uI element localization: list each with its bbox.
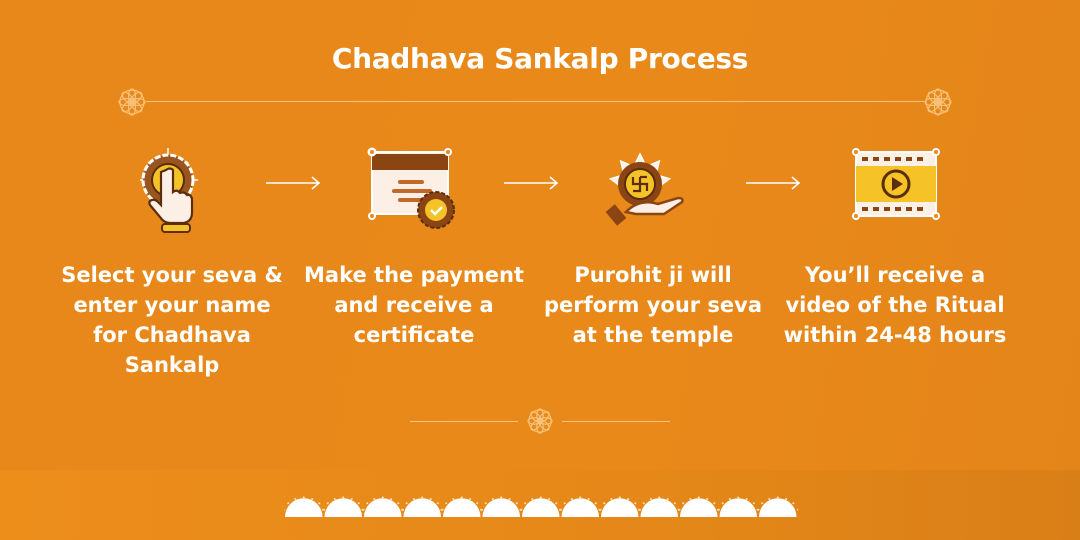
page-title: Chadhava Sankalp Process — [331, 42, 749, 75]
divider-line — [410, 421, 518, 422]
mandala-icon — [924, 88, 952, 116]
scallop-border — [284, 496, 798, 517]
hand-tap-icon — [140, 148, 198, 233]
mandala-icon — [118, 88, 146, 116]
arrow-right-icon — [504, 176, 559, 190]
step-2-text: Make the payment and receive a certifica… — [304, 263, 524, 347]
step-4-text: You’ll receive a video of the Ritual wit… — [783, 263, 1007, 347]
arrow-right-icon — [266, 176, 321, 190]
step-3-text: Purohit ji will perform your seva at the… — [543, 263, 763, 347]
arrow-right-icon — [746, 176, 801, 190]
video-play-icon — [852, 148, 940, 220]
divider-line — [562, 421, 670, 422]
divider-line — [146, 101, 924, 102]
step-1-text: Select your seva & enter your name for C… — [61, 263, 283, 377]
mandala-icon — [527, 408, 553, 434]
swastika-offering-icon — [605, 152, 684, 226]
certificate-icon — [367, 147, 455, 229]
